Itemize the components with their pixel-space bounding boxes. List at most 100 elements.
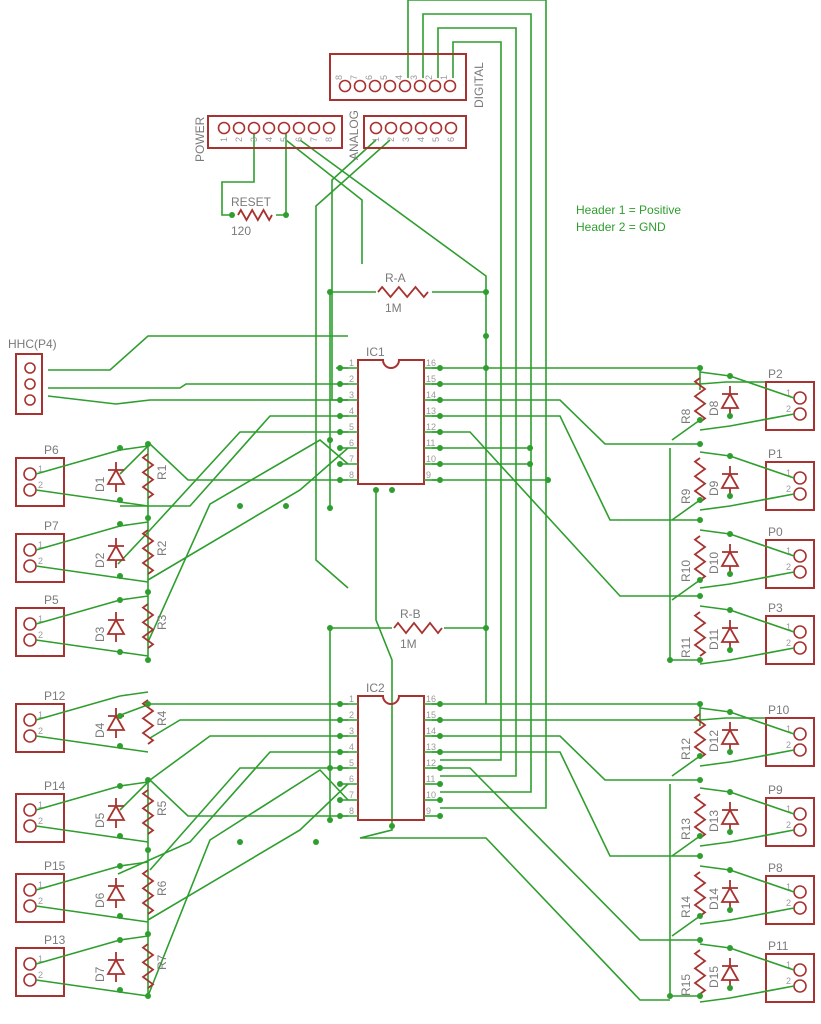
resistor-label: R10 <box>679 560 693 582</box>
pin-number: 2 <box>424 75 434 80</box>
pin-number: 6 <box>446 137 456 142</box>
pin-number: 1 <box>786 960 791 970</box>
pin-number: 1 <box>786 388 791 398</box>
junction-dot <box>697 833 703 839</box>
junction-dot <box>697 913 703 919</box>
junction-dot <box>337 765 343 771</box>
ic-pin-number: 4 <box>349 406 354 416</box>
junction-dot <box>697 593 703 599</box>
diode-label: D4 <box>93 722 107 738</box>
connector-pad <box>23 543 37 557</box>
junction-dot <box>117 445 123 451</box>
junction-dot <box>727 453 733 459</box>
diode-label: D9 <box>707 480 721 496</box>
pin-number: 5 <box>431 137 441 142</box>
ic-pin-number: 5 <box>349 422 354 432</box>
header-pad <box>443 79 457 93</box>
junction-dot <box>145 701 151 707</box>
junction-dot <box>117 833 123 839</box>
diode-symbol <box>106 538 126 568</box>
junction-dot <box>437 429 443 435</box>
ic-pin-number: 9 <box>426 470 431 480</box>
resistor-symbol <box>693 457 707 503</box>
pin-number: 1 <box>38 540 43 550</box>
ic-pin-number: 2 <box>349 710 354 720</box>
pin-number: 1 <box>786 468 791 478</box>
ic-pin-number: 11 <box>426 438 435 448</box>
pin-number: 2 <box>38 630 43 640</box>
diode-label: D15 <box>707 966 721 988</box>
ic1-name: IC1 <box>366 345 385 359</box>
ic-pin-number: 10 <box>426 790 436 800</box>
junction-dot <box>283 212 289 218</box>
ic2-name: IC2 <box>366 681 385 695</box>
pin-number: 1 <box>786 622 791 632</box>
diode-label: D14 <box>707 888 721 910</box>
resistor-symbol <box>141 869 155 915</box>
connector-pad <box>793 823 807 837</box>
ic-pin-number: 13 <box>426 742 436 752</box>
junction-dot <box>727 709 733 715</box>
junction-dot <box>483 365 489 371</box>
junction-dot <box>697 417 703 423</box>
junction-dot <box>437 781 443 787</box>
junction-dot <box>117 713 123 719</box>
reset-name: RESET <box>231 195 272 209</box>
header-pad <box>247 121 261 135</box>
resistor-symbol <box>693 793 707 839</box>
junction-dot <box>117 521 123 527</box>
port-label: P6 <box>44 443 59 457</box>
port-label: P11 <box>768 939 789 953</box>
junction-dot <box>145 441 151 447</box>
header-pad <box>217 121 231 135</box>
pin-number: 8 <box>334 75 344 80</box>
junction-dot <box>313 839 319 845</box>
junction-dot <box>437 365 443 371</box>
connector-pad <box>24 378 36 390</box>
junction-dot <box>727 945 733 951</box>
junction-dot <box>145 847 151 853</box>
junction-dot <box>437 749 443 755</box>
ic-pin-number: 2 <box>349 374 354 384</box>
port-label: P7 <box>44 519 59 533</box>
ic-pin-number: 9 <box>426 806 431 816</box>
pin-number: 1 <box>38 800 43 810</box>
ic-pin-number: 8 <box>349 806 354 816</box>
header-pad <box>413 79 427 93</box>
connector-pad <box>793 743 807 757</box>
junction-dot <box>117 987 123 993</box>
resistor-label: R1 <box>155 464 169 480</box>
junction-dot <box>437 461 443 467</box>
resistor-label: R2 <box>155 540 169 556</box>
header-pad <box>428 79 442 93</box>
junction-dot <box>727 867 733 873</box>
header-pad <box>262 121 276 135</box>
junction-dot <box>697 577 703 583</box>
junction-dot <box>697 365 703 371</box>
header-pad <box>322 121 336 135</box>
junction-dot <box>327 817 333 823</box>
pin-number: 8 <box>324 137 334 142</box>
connector-pad <box>23 899 37 913</box>
pin-number: 1 <box>38 710 43 720</box>
pin-number: 1 <box>439 75 449 80</box>
junction-dot <box>483 333 489 339</box>
ic-pin-number: 1 <box>349 358 354 368</box>
resistor-symbol <box>693 611 707 657</box>
resistor-symbol <box>693 871 707 917</box>
diode-symbol <box>720 958 740 988</box>
resistor-label: R15 <box>679 974 693 996</box>
diode-label: D1 <box>93 476 107 492</box>
resistor-label: R7 <box>155 954 169 970</box>
diode-label: D3 <box>93 626 107 642</box>
junction-dot <box>337 797 343 803</box>
connector-pad <box>24 394 36 406</box>
junction-dot <box>697 701 703 707</box>
junction-dot <box>437 477 443 483</box>
pin-number: 2 <box>234 137 244 142</box>
